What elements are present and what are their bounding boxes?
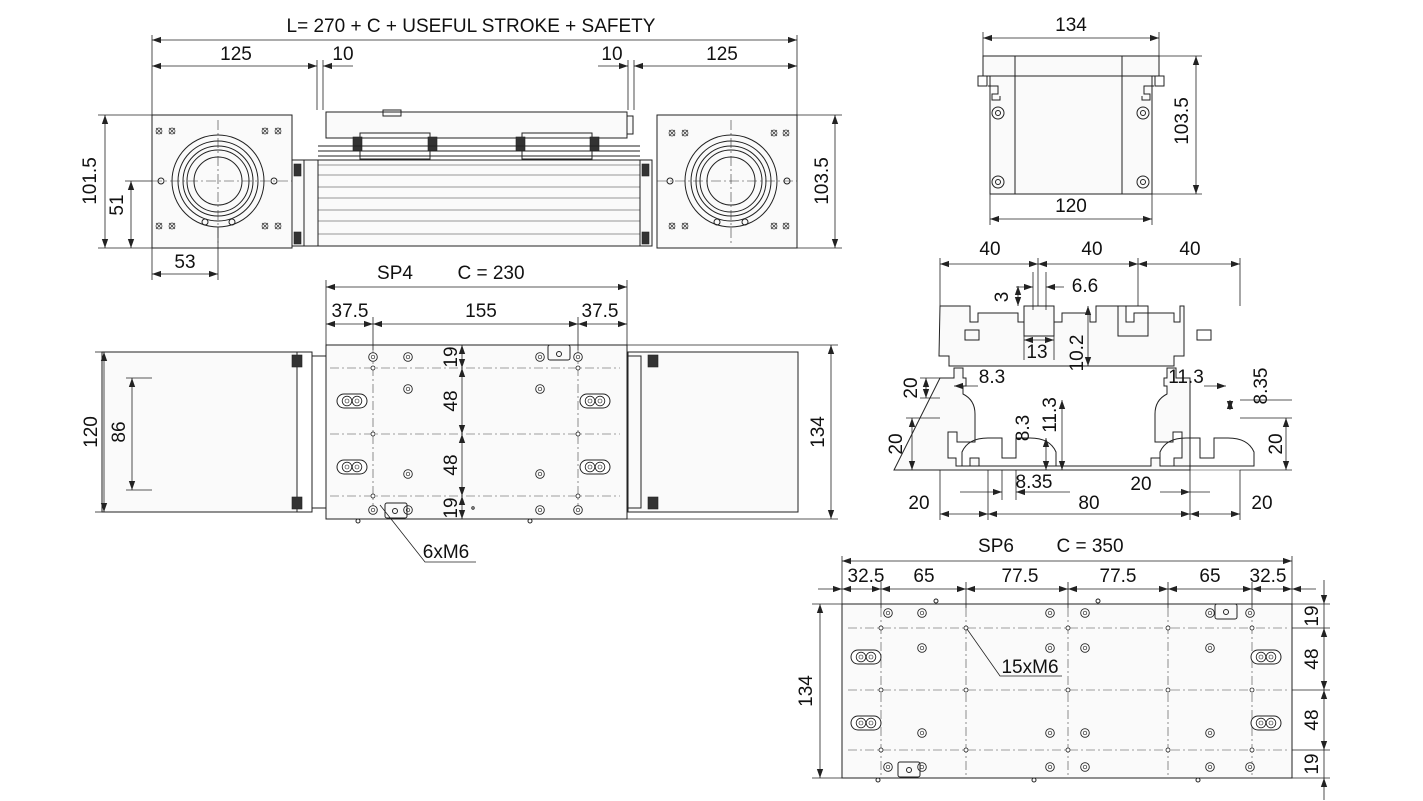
sp6-view: SP6 C = 350 32.5 65 77.5 77.5 65 32.5 13… bbox=[796, 536, 1330, 800]
dim-height-101-5: 101.5 bbox=[80, 157, 101, 205]
end-dim-120: 120 bbox=[1055, 196, 1087, 217]
sp6-dim-65-left: 65 bbox=[913, 566, 934, 587]
sp4-dimensions bbox=[95, 280, 838, 563]
sp4-holes-callout: 6xM6 bbox=[423, 542, 469, 563]
sp6-holes-callout: 15xM6 bbox=[1001, 657, 1058, 678]
profile-dim-40-b: 40 bbox=[1081, 239, 1102, 260]
sp6-dimensions bbox=[812, 556, 1330, 800]
sp6-dim-32-5-left: 32.5 bbox=[848, 566, 885, 587]
profile-dim-11-3: 11.3 bbox=[1168, 367, 1204, 388]
profile-dim-20-left-b: 20 bbox=[886, 433, 907, 454]
profile-dim-8-35-right: 8.35 bbox=[1251, 368, 1272, 405]
end-dim-103-5: 103.5 bbox=[1172, 97, 1193, 145]
sp6-dim-row-48-b: 48 bbox=[1302, 709, 1323, 730]
sp6-dim-134: 134 bbox=[796, 675, 817, 707]
sp4-view: SP4 C = 230 37.5 155 37.5 19 48 48 19 12… bbox=[81, 263, 838, 563]
sp6-dim-77-5-b: 77.5 bbox=[1100, 566, 1137, 587]
sp4-dim-right-37-5: 37.5 bbox=[582, 301, 619, 322]
sp6-dim-row-48-a: 48 bbox=[1302, 648, 1323, 669]
top-view: L= 270 + C + USEFUL STROKE + SAFETY 125 … bbox=[80, 16, 842, 280]
profile-dim-6-6: 6.6 bbox=[1072, 276, 1098, 297]
right-connector-plate bbox=[626, 115, 653, 247]
profile-dim-20-left-a: 20 bbox=[901, 377, 922, 398]
profile-dimensions bbox=[906, 258, 1292, 520]
end-view: 134 120 103.5 bbox=[977, 15, 1202, 225]
profile-dim-20-right: 20 bbox=[1266, 433, 1287, 454]
profile-dim-40-a: 40 bbox=[979, 239, 1000, 260]
profile-dim-10-2: 10.2 bbox=[1067, 335, 1088, 372]
left-motor-block bbox=[151, 114, 293, 249]
profile-dim-40-c: 40 bbox=[1179, 239, 1200, 260]
sp6-dim-77-5-a: 77.5 bbox=[1002, 566, 1039, 587]
profile-dim-8-3-center: 8.3 bbox=[1013, 415, 1034, 441]
top-view-dimensions bbox=[98, 35, 842, 280]
sp4-label: SP4 bbox=[377, 263, 413, 284]
profile-section: 40 40 40 6.6 3 13 10.2 8.3 11.3 8.35 20 … bbox=[886, 239, 1292, 520]
dim-right-125: 125 bbox=[706, 44, 738, 65]
sp4-dim-86: 86 bbox=[109, 421, 130, 442]
sp6-dim-32-5-right: 32.5 bbox=[1250, 566, 1287, 587]
end-dim-134: 134 bbox=[1055, 15, 1087, 36]
sp6-dim-row-19-bottom: 19 bbox=[1302, 753, 1323, 774]
sp4-dim-134: 134 bbox=[808, 416, 829, 448]
overall-length-formula: L= 270 + C + USEFUL STROKE + SAFETY bbox=[287, 16, 656, 37]
actuator-body bbox=[303, 109, 653, 247]
sp4-dim-left-37-5: 37.5 bbox=[332, 301, 369, 322]
profile-dim-13: 13 bbox=[1026, 342, 1047, 363]
left-connector-plate bbox=[291, 159, 305, 247]
sp4-dim-row-19-top: 19 bbox=[441, 346, 462, 367]
profile-dim-3: 3 bbox=[992, 292, 1013, 303]
sp6-label: SP6 bbox=[978, 536, 1014, 557]
sp4-carriage-length: C = 230 bbox=[457, 263, 524, 284]
dim-height-103-5: 103.5 bbox=[812, 157, 833, 205]
sp4-dim-row-19-bottom: 19 bbox=[441, 497, 462, 518]
dim-right-10: 10 bbox=[601, 44, 622, 65]
sp4-dim-155: 155 bbox=[465, 301, 497, 322]
profile-dim-20-bottom-right: 20 bbox=[1251, 493, 1272, 514]
profile-dim-8-3-left: 8.3 bbox=[979, 367, 1005, 388]
end-view-dimensions bbox=[982, 32, 1202, 225]
profile-dim-20-bottom-mid: 20 bbox=[1130, 474, 1151, 495]
dim-left-10: 10 bbox=[332, 44, 353, 65]
sp6-dim-65-right: 65 bbox=[1199, 566, 1220, 587]
dim-center-51: 51 bbox=[107, 194, 128, 215]
profile-dim-8-35-bottom: 8.35 bbox=[1016, 472, 1053, 493]
dim-left-125: 125 bbox=[220, 44, 252, 65]
profile-dim-20-bottom-left: 20 bbox=[908, 493, 929, 514]
right-motor-block bbox=[656, 114, 798, 249]
sp6-carriage-length: C = 350 bbox=[1056, 536, 1123, 557]
sp4-dim-row-48-b: 48 bbox=[441, 454, 462, 475]
sp4-dim-120: 120 bbox=[81, 416, 102, 448]
profile-dim-80: 80 bbox=[1078, 493, 1099, 514]
sp6-dim-row-19-top: 19 bbox=[1302, 605, 1323, 626]
dim-center-53: 53 bbox=[174, 252, 195, 273]
profile-dim-11-3-center: 11.3 bbox=[1040, 397, 1061, 433]
sp4-dim-row-48-a: 48 bbox=[441, 390, 462, 411]
